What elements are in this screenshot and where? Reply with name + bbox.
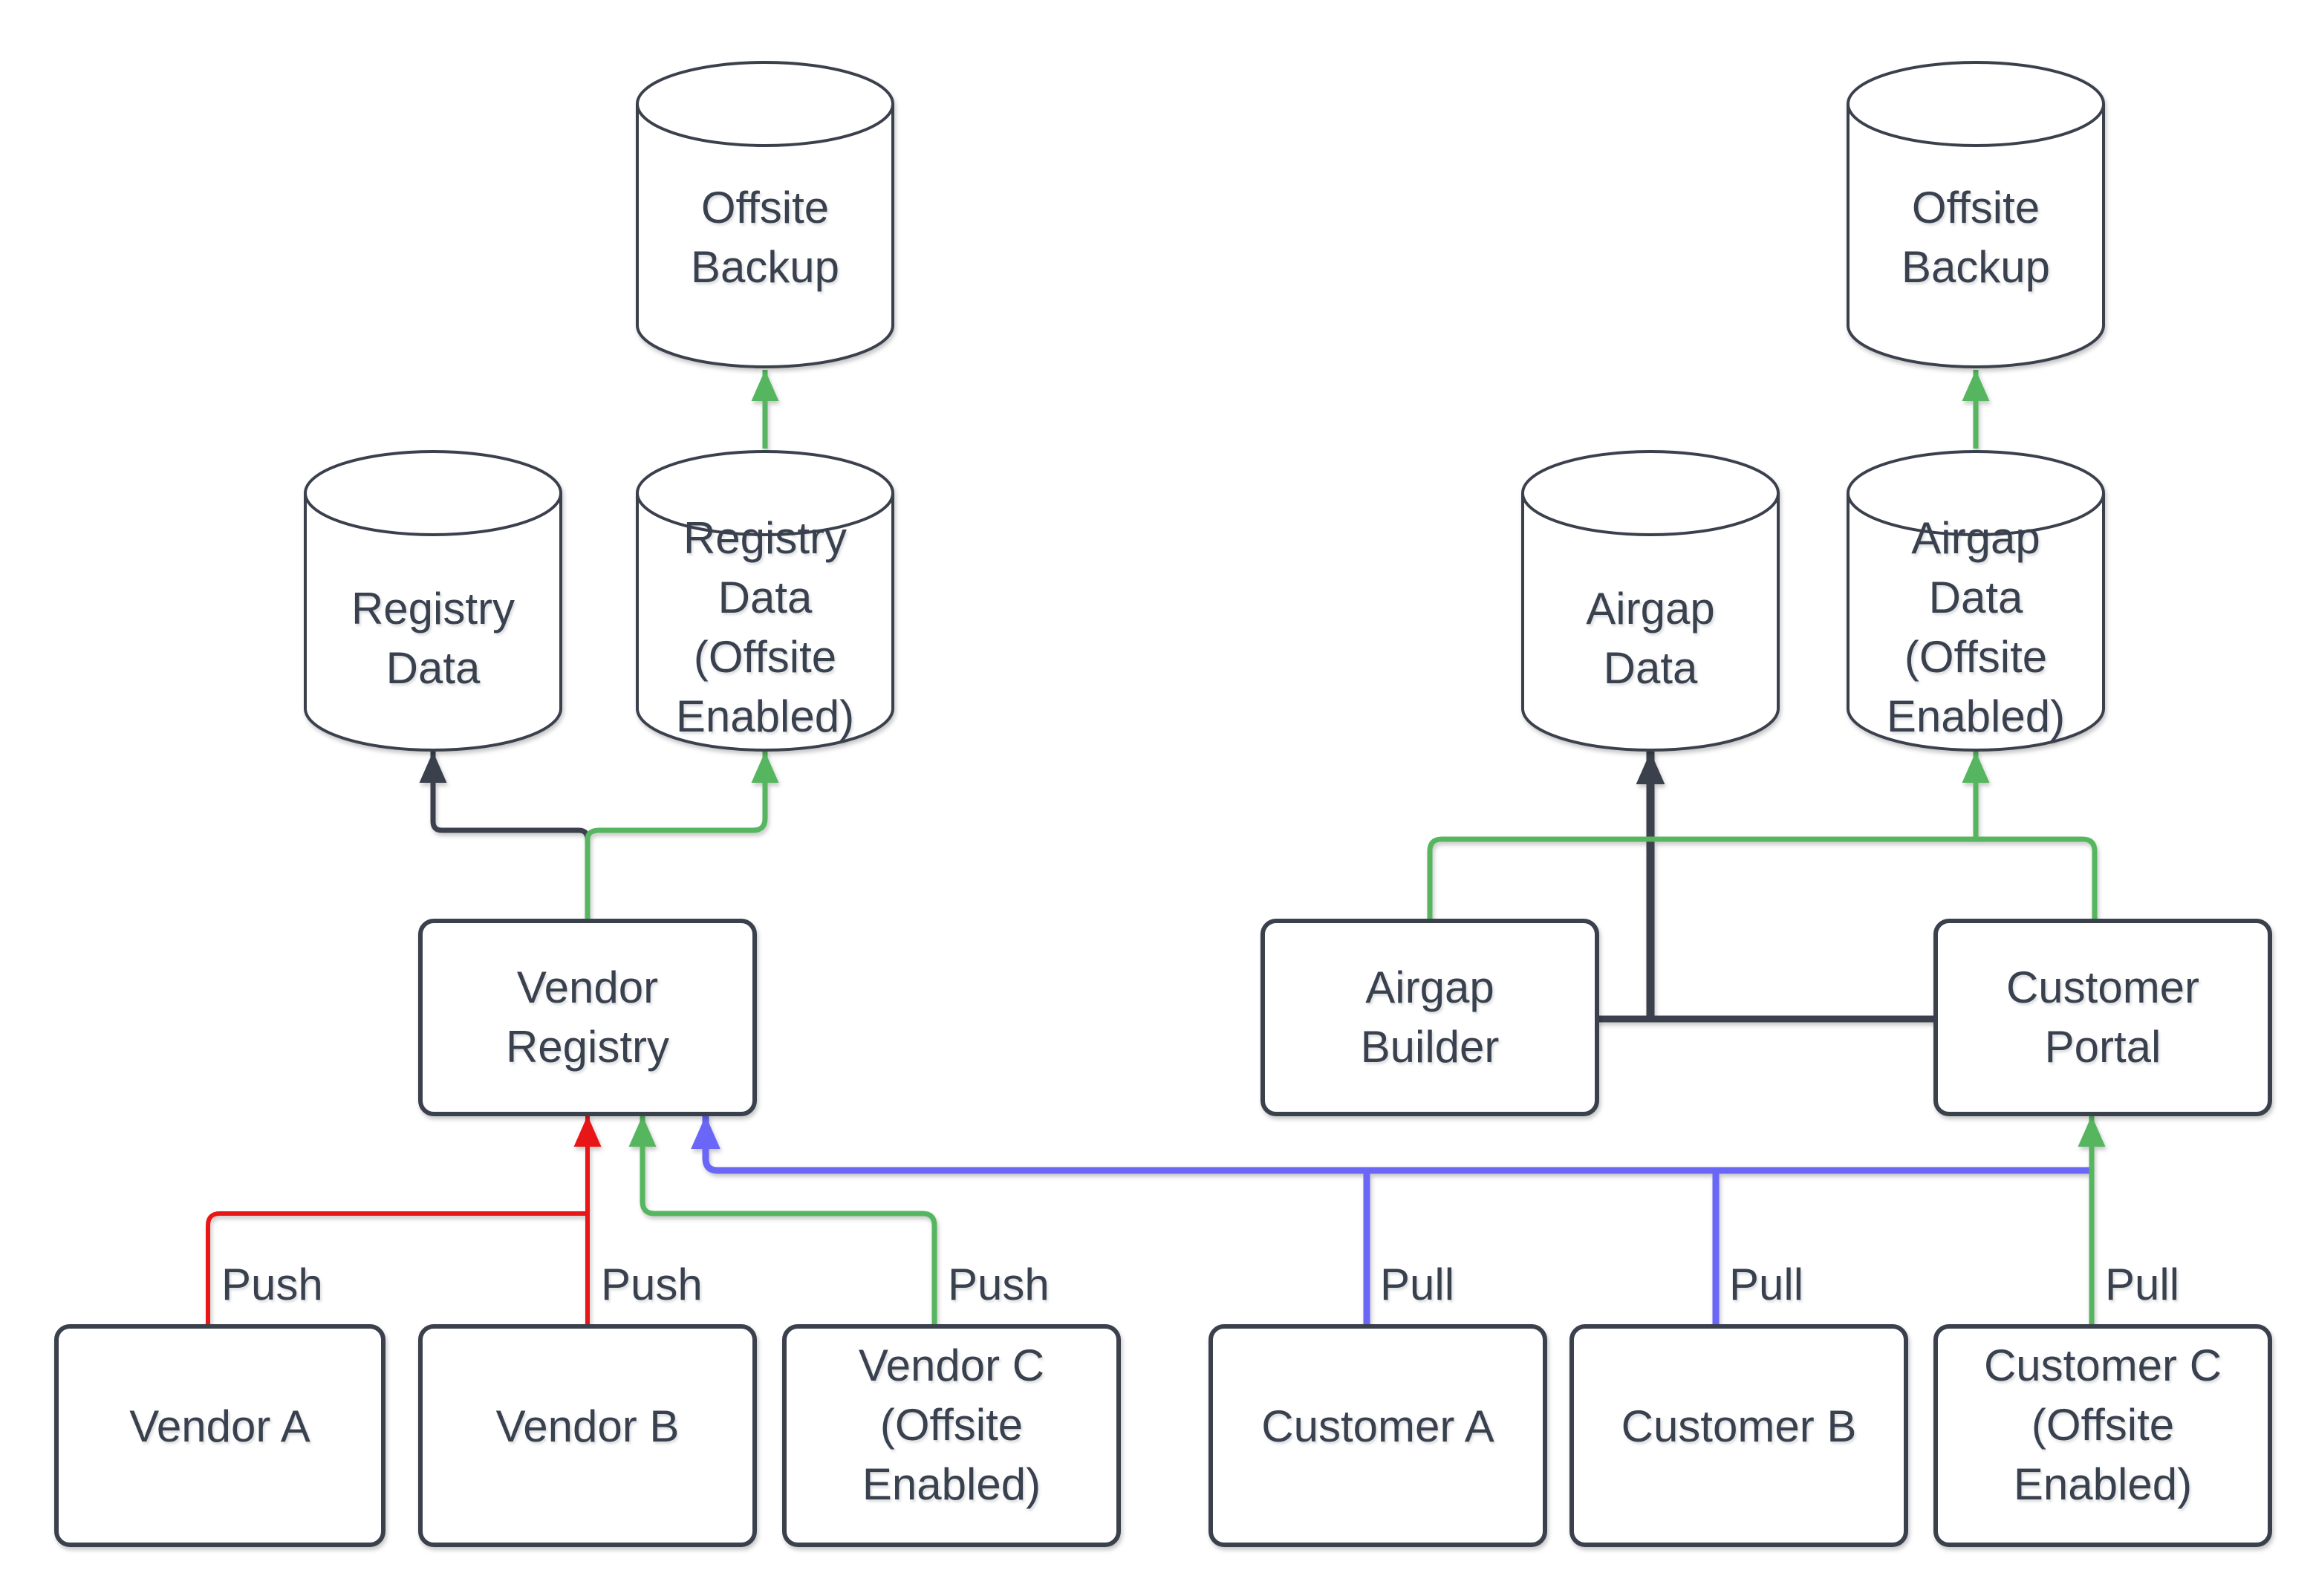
edge-vendor-a-push	[206, 1211, 588, 1326]
pull-label-customer-a: Pull	[1380, 1260, 1455, 1309]
registry-data-offsite-cylinder	[636, 450, 894, 752]
edge-customers-to-vendor-registry	[691, 1115, 2092, 1174]
pull-label-customer-c: Pull	[2105, 1260, 2180, 1309]
airgap-data-offsite-cylinder	[1847, 450, 2105, 752]
customer-a-box	[1208, 1324, 1547, 1547]
offsite-backup-left-cylinder	[636, 61, 894, 368]
airgap-data-cylinder	[1521, 450, 1780, 752]
vendor-a-box	[54, 1324, 386, 1547]
edge-vendor-registry-to-registry-data	[419, 752, 591, 921]
customer-b-box	[1569, 1324, 1908, 1547]
offsite-backup-right-cylinder	[1847, 61, 2105, 368]
vendor-registry-box	[418, 919, 757, 1116]
vendor-c-box	[782, 1324, 1121, 1547]
push-label-vendor-c: Push	[948, 1260, 1050, 1309]
push-label-vendor-a: Push	[221, 1260, 323, 1309]
registry-data-cylinder	[304, 450, 562, 752]
vendor-b-box	[418, 1324, 757, 1547]
airgap-builder-box	[1260, 919, 1599, 1116]
customer-portal-box	[1933, 919, 2272, 1116]
edge-customer-portal-to-airgap-builder	[1427, 836, 2098, 921]
customer-c-box	[1933, 1324, 2272, 1547]
edge-vendor-c-push	[628, 1115, 937, 1326]
pull-label-customer-b: Pull	[1729, 1260, 1804, 1309]
push-label-vendor-b: Push	[601, 1260, 703, 1309]
edge-vendor-registry-to-registry-data-offsite	[585, 752, 779, 921]
